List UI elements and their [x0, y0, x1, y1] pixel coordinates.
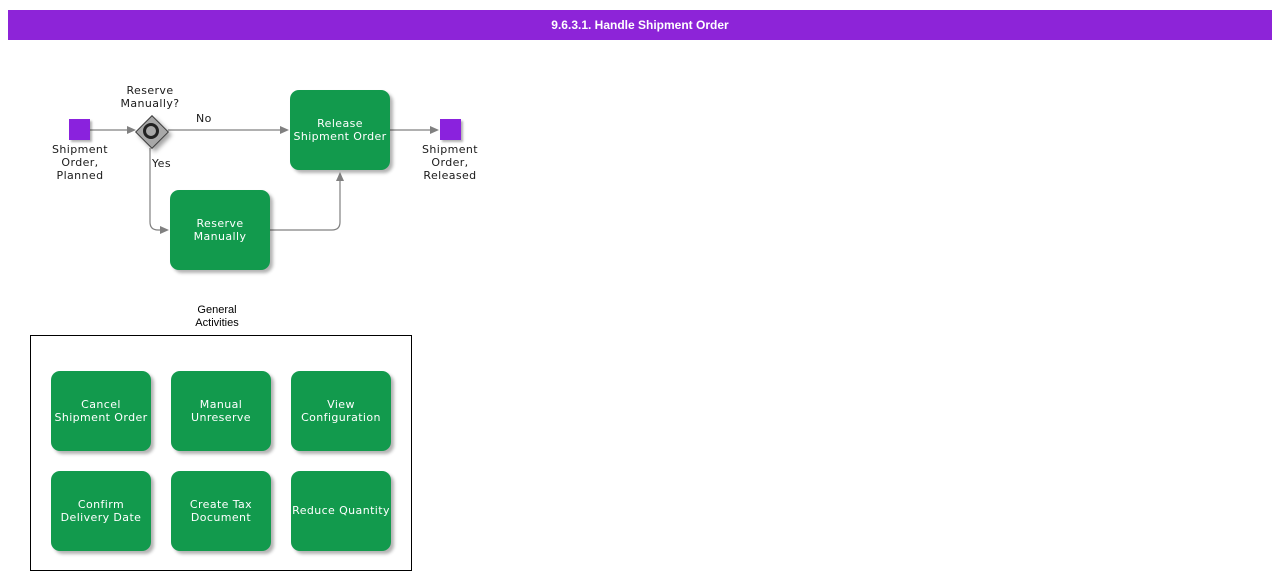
page-title: 9.6.3.1. Handle Shipment Order [551, 18, 729, 32]
activity-button-create-tax-document[interactable]: Create Tax Document [171, 471, 271, 551]
arrowhead-into-reserve [160, 226, 169, 234]
decision-label: Reserve Manually? [120, 84, 180, 110]
general-activities-title: General Activities [195, 304, 239, 329]
end-event[interactable] [440, 119, 461, 140]
gateway-circle-icon [143, 123, 159, 139]
no-edge-label: No [196, 112, 212, 125]
reserve-manually-task[interactable]: Reserve Manually [170, 190, 270, 270]
activity-button-reduce-quantity[interactable]: Reduce Quantity [291, 471, 391, 551]
edge-reserve-to-release [270, 181, 341, 231]
end-event-label: Shipment Order, Released [422, 143, 478, 182]
activity-button-view-configuration[interactable]: View Configuration [291, 371, 391, 451]
yes-edge-label: Yes [152, 157, 171, 170]
arrowhead-into-end [430, 126, 439, 134]
decision-gateway [134, 114, 169, 149]
start-event-label: Shipment Order, Planned [52, 143, 108, 182]
start-event[interactable] [69, 119, 90, 140]
title-bar: 9.6.3.1. Handle Shipment Order [8, 10, 1272, 40]
general-activities-panel: Cancel Shipment Order Manual Unreserve V… [30, 335, 412, 571]
arrowhead-up-into-release [336, 172, 344, 181]
activity-button-manual-unreserve[interactable]: Manual Unreserve [171, 371, 271, 451]
release-shipment-order-task[interactable]: Release Shipment Order [290, 90, 390, 170]
arrowhead-into-release [280, 126, 289, 134]
activity-button-cancel-shipment-order[interactable]: Cancel Shipment Order [51, 371, 151, 451]
activity-button-confirm-delivery-date[interactable]: Confirm Delivery Date [51, 471, 151, 551]
